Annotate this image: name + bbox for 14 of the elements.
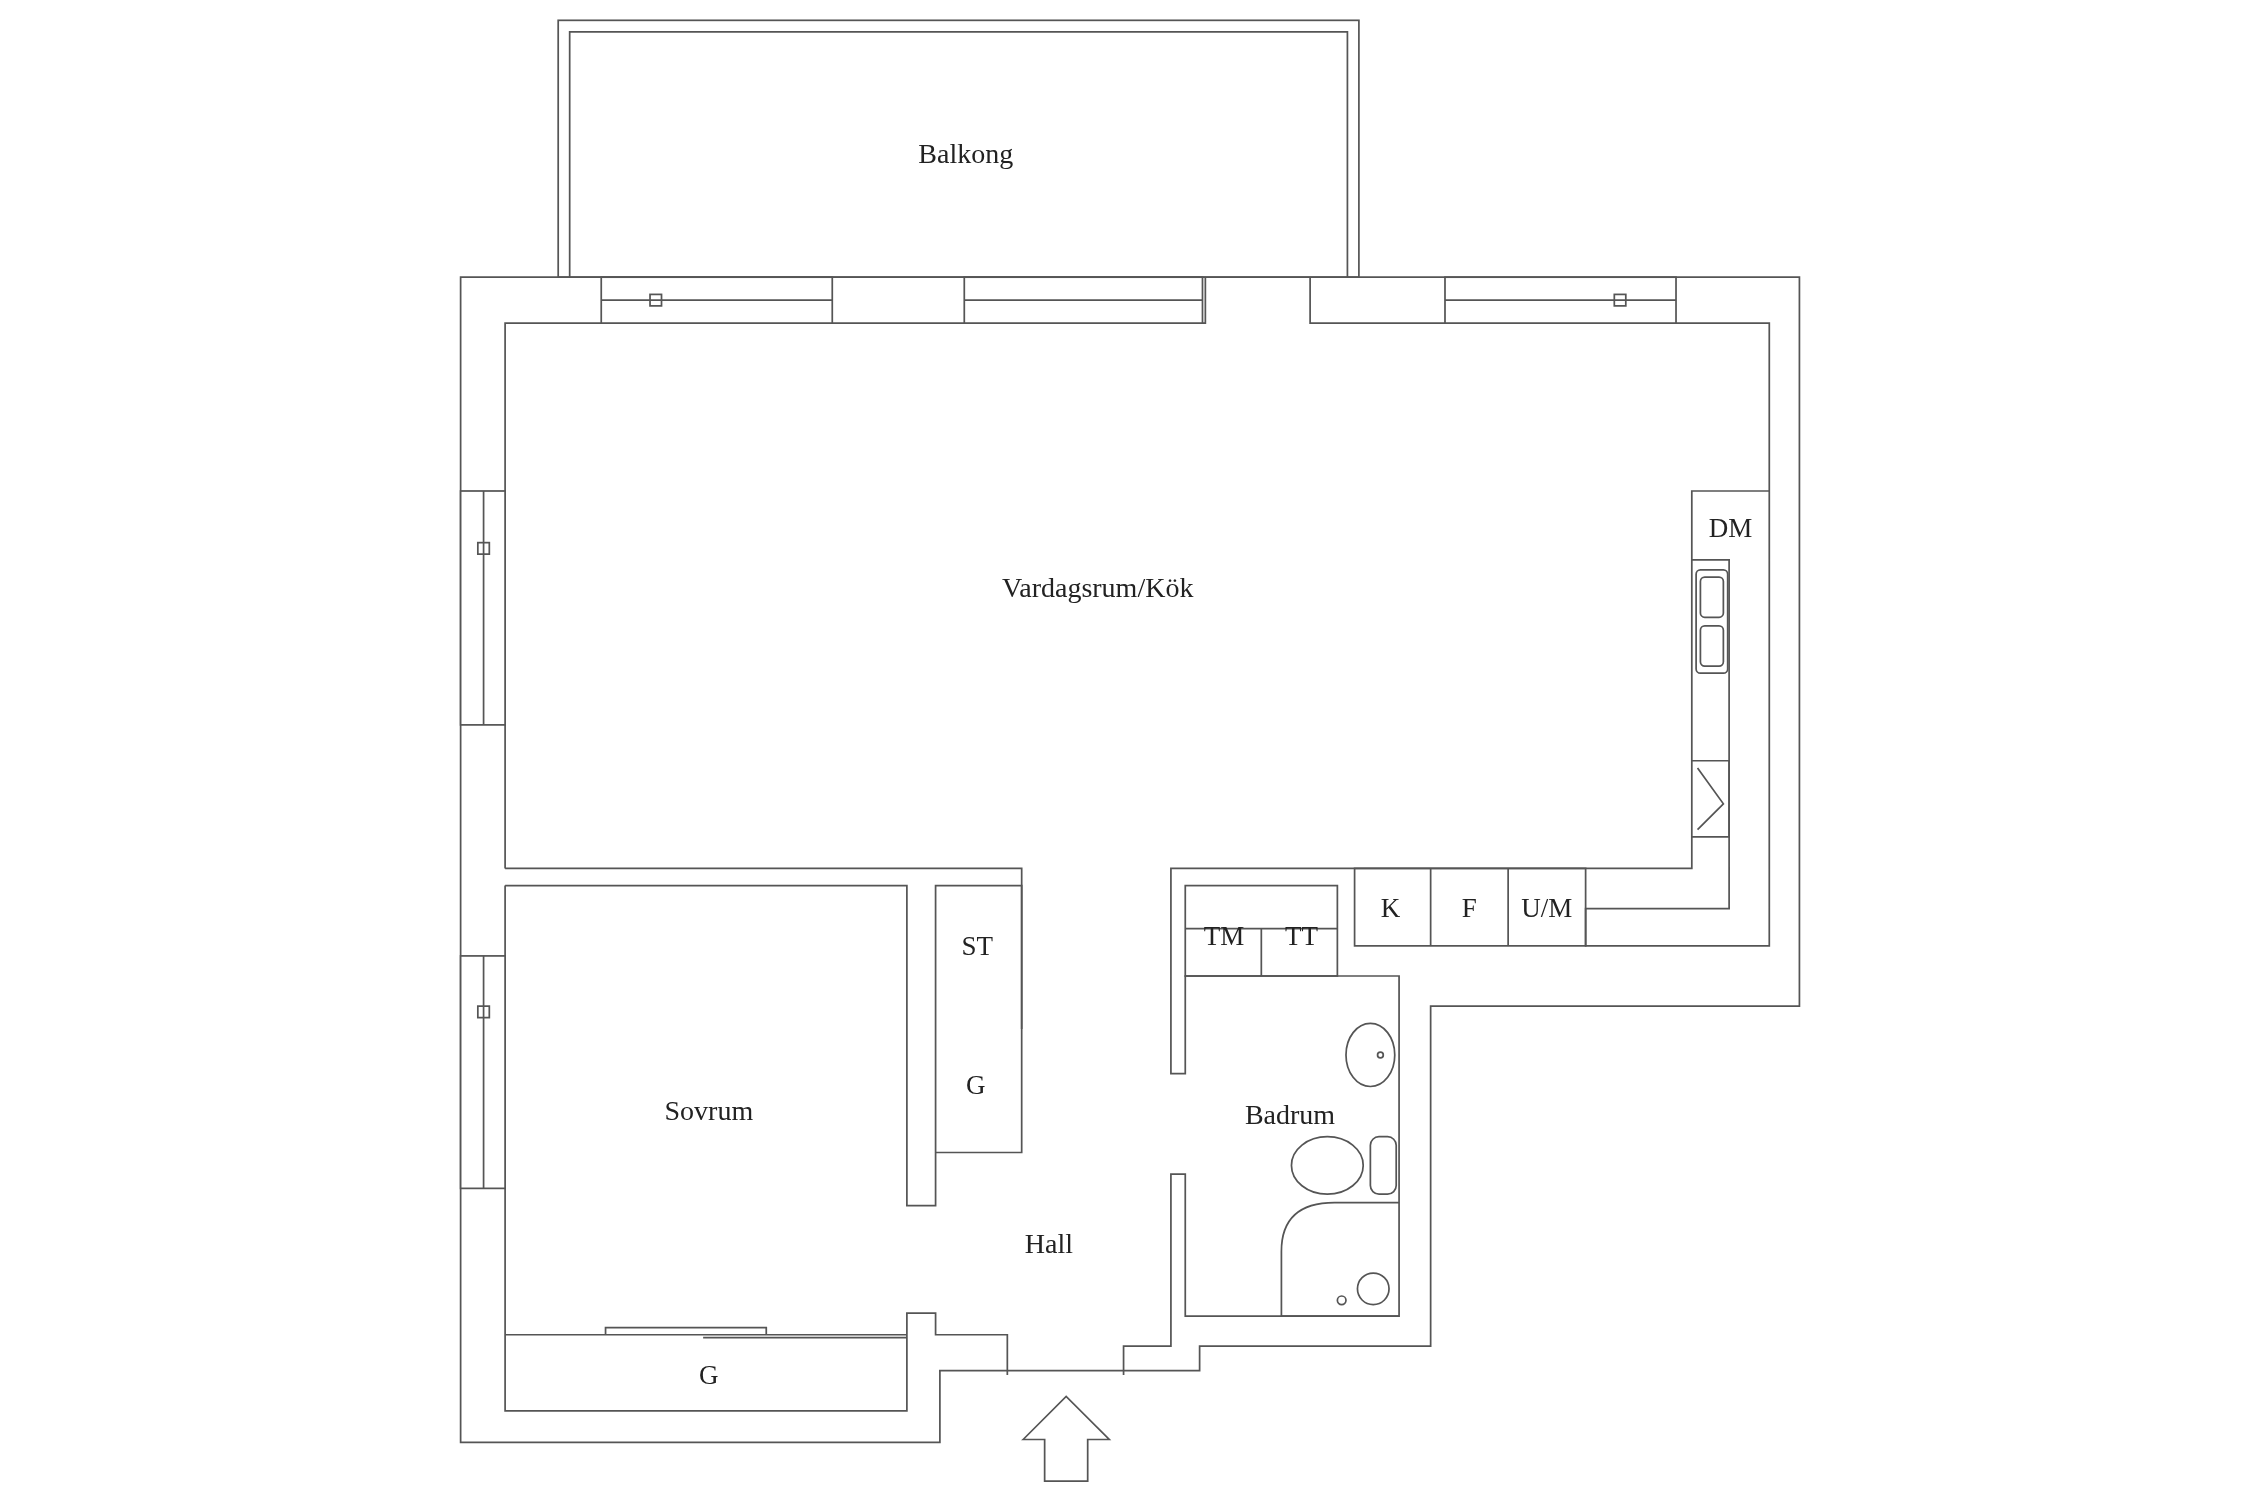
room-label: Vardagsrum/Kök: [1002, 574, 1194, 603]
fixture-label: K: [1380, 894, 1401, 922]
fixture-label: F: [1461, 894, 1477, 922]
fixture-label: TM: [1203, 922, 1245, 950]
fixture-label: G: [966, 1071, 986, 1099]
room-label: Balkong: [918, 139, 1014, 168]
fixture-label: U/M: [1521, 894, 1573, 922]
fixture-label: G: [699, 1361, 719, 1389]
fixture-label: DM: [1708, 514, 1753, 542]
fixture-label: ST: [961, 932, 993, 960]
room-label: Hall: [1024, 1230, 1074, 1259]
room-label: Badrum: [1244, 1100, 1336, 1129]
room-label: Sovrum: [664, 1096, 754, 1125]
fixture-label: TT: [1285, 922, 1318, 950]
